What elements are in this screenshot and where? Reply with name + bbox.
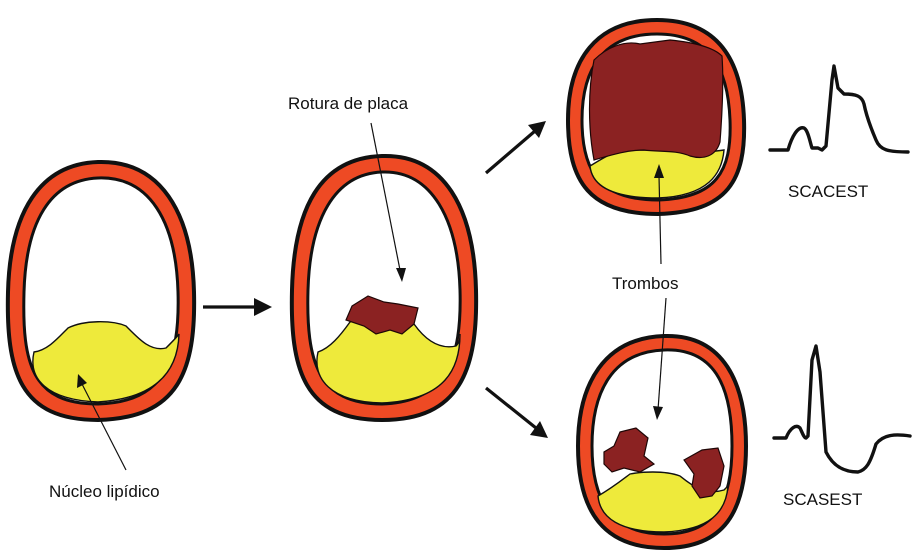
arrow-to-stemi (486, 121, 546, 173)
label-thrombi: Trombos (612, 274, 678, 293)
vessel-stable-plaque (8, 162, 194, 420)
label-nstemi: SCASEST (783, 490, 862, 509)
vessel-plaque-rupture (292, 156, 476, 420)
vessel-occlusive-thrombus (568, 20, 744, 214)
ecg-st-depression-trace (774, 346, 910, 472)
label-plaque-rupture: Rotura de placa (288, 94, 409, 113)
arrow-rupture-step (203, 298, 272, 316)
label-lipid-core: Núcleo lipídico (49, 482, 160, 501)
arrow-to-nstemi (486, 388, 548, 438)
occlusive-thrombus (590, 40, 723, 160)
ecg-st-elevation-trace (770, 66, 908, 152)
label-stemi: SCACEST (788, 182, 868, 201)
vessel-nonocclusive-thrombus (578, 336, 746, 548)
